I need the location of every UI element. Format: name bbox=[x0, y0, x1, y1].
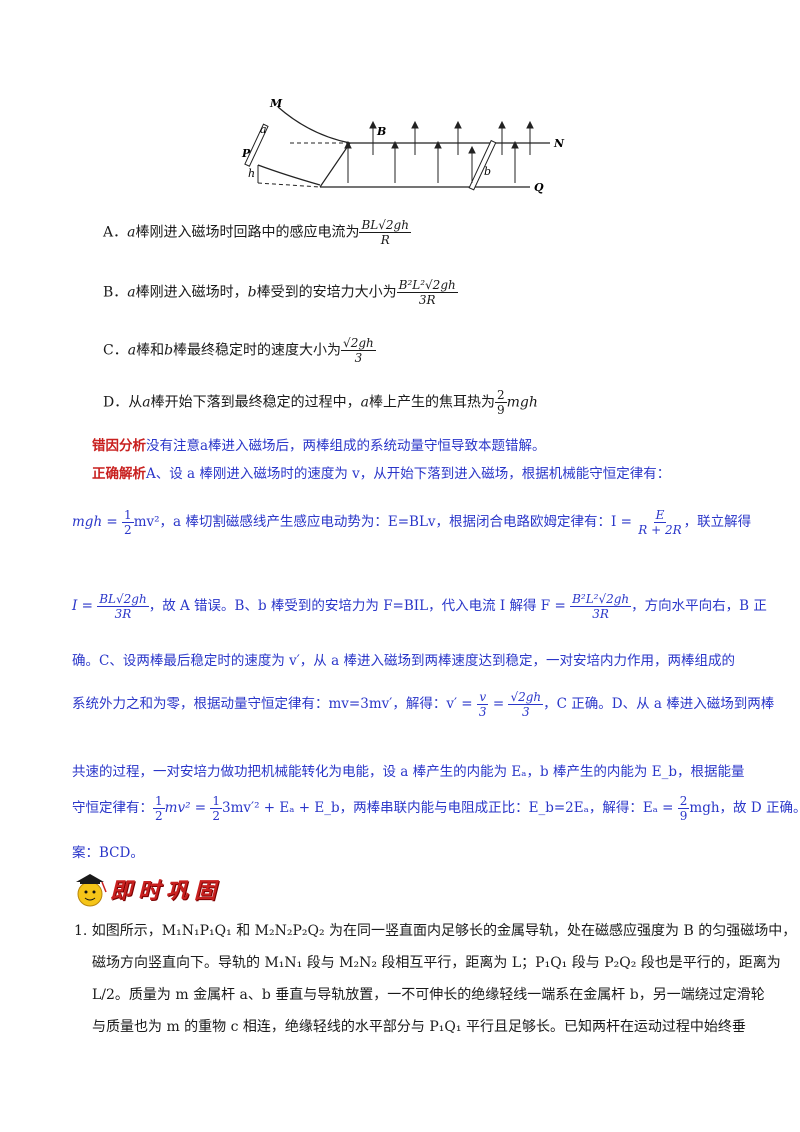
option-text: a bbox=[360, 394, 369, 411]
option-text: a bbox=[127, 342, 137, 359]
curved-rail-upper bbox=[277, 106, 351, 144]
field-arrows bbox=[344, 120, 534, 183]
mascot-icon bbox=[76, 874, 107, 907]
correct-analysis-line8: 案：BCD。 bbox=[72, 845, 144, 861]
option-prefix: A． bbox=[103, 224, 128, 241]
analysis-text: A、设 a 棒刚进入磁场时的速度为 v，从开始下落到进入磁场，根据机械能守恒定律… bbox=[146, 466, 671, 482]
option-text: 棒刚进入磁场时回路中的感应电流为 bbox=[135, 224, 360, 241]
rod-a bbox=[244, 123, 269, 167]
option-text: 从 bbox=[128, 394, 143, 411]
question-1-line1: 1. 如图所示，M₁N₁P₁Q₁ 和 M₂N₂P₂Q₂ 为在同一竖直面内足够长的… bbox=[74, 923, 797, 939]
label-Q: Q bbox=[534, 181, 544, 194]
banner-title: 即时巩固 bbox=[110, 879, 223, 904]
label-M: M bbox=[269, 97, 283, 110]
error-analysis: 错因分析没有注意a棒进入磁场后，两棒组成的系统动量守恒导致本题错解。 bbox=[92, 436, 546, 456]
label-N: N bbox=[553, 137, 565, 150]
correct-analysis-line4: 确。C、设两棒最后稳定时的速度为 v′，从 a 棒进入磁场到两棒速度达到稳定，一… bbox=[72, 653, 735, 669]
option-text: 棒最终稳定时的速度大小为 bbox=[173, 342, 342, 359]
label-h: h bbox=[248, 167, 255, 180]
option-text: mgh bbox=[506, 394, 538, 411]
option-text: b bbox=[164, 342, 174, 359]
question-1-line2: 磁场方向竖直向下。导轨的 M₁N₁ 段与 M₂N₂ 段相互平行，距离为 L；P₁… bbox=[92, 955, 781, 971]
option-text: 棒刚进入磁场时， bbox=[135, 284, 248, 301]
option-text: b bbox=[247, 284, 257, 301]
question-1-line3: L/2。质量为 m 金属杆 a、b 垂直与导轨放置，一不可伸长的绝缘轻线一端系在… bbox=[92, 987, 765, 1003]
label-b: b bbox=[484, 165, 491, 178]
option-text: 棒受到的安培力大小为 bbox=[256, 284, 397, 301]
option-prefix: B． bbox=[103, 284, 128, 301]
field-boundary bbox=[319, 142, 351, 188]
label-P: P bbox=[241, 147, 251, 160]
section-banner: 即时巩固 bbox=[70, 868, 222, 910]
option-text: 棒上产生的焦耳热为 bbox=[368, 394, 495, 411]
option-text: a bbox=[127, 284, 136, 301]
rail-diagram: M a P h B N b Q bbox=[241, 97, 565, 194]
curved-rail-lower bbox=[257, 164, 321, 186]
option-prefix: D． bbox=[103, 394, 129, 411]
option-text: a bbox=[127, 224, 136, 241]
option-text: 棒开始下落到最终稳定的过程中， bbox=[150, 394, 361, 411]
option-prefix: C． bbox=[103, 342, 128, 359]
rod-b bbox=[468, 139, 497, 191]
correct-analysis-line6: 共速的过程，一对安培力做功把机械能转化为电能，设 a 棒产生的内能为 Eₐ，b … bbox=[72, 764, 745, 780]
option-text: 棒和 bbox=[136, 342, 165, 359]
label-B: B bbox=[376, 125, 386, 138]
option-text: a bbox=[142, 394, 151, 411]
label-a: a bbox=[260, 123, 267, 136]
error-analysis-text: 没有注意a棒进入磁场后，两棒组成的系统动量守恒导致本题错解。 bbox=[146, 438, 546, 454]
question-1-line4: 与质量也为 m 的重物 c 相连，绝缘轻线的水平部分与 P₁Q₁ 平行且足够长。… bbox=[92, 1019, 746, 1035]
dashed-line bbox=[257, 182, 321, 188]
correct-analysis-line1: 正确解析A、设 a 棒刚进入磁场时的速度为 v，从开始下落到进入磁场，根据机械能… bbox=[92, 464, 670, 484]
correct-analysis-label: 正确解析 bbox=[92, 466, 146, 482]
error-analysis-label: 错因分析 bbox=[92, 438, 146, 454]
